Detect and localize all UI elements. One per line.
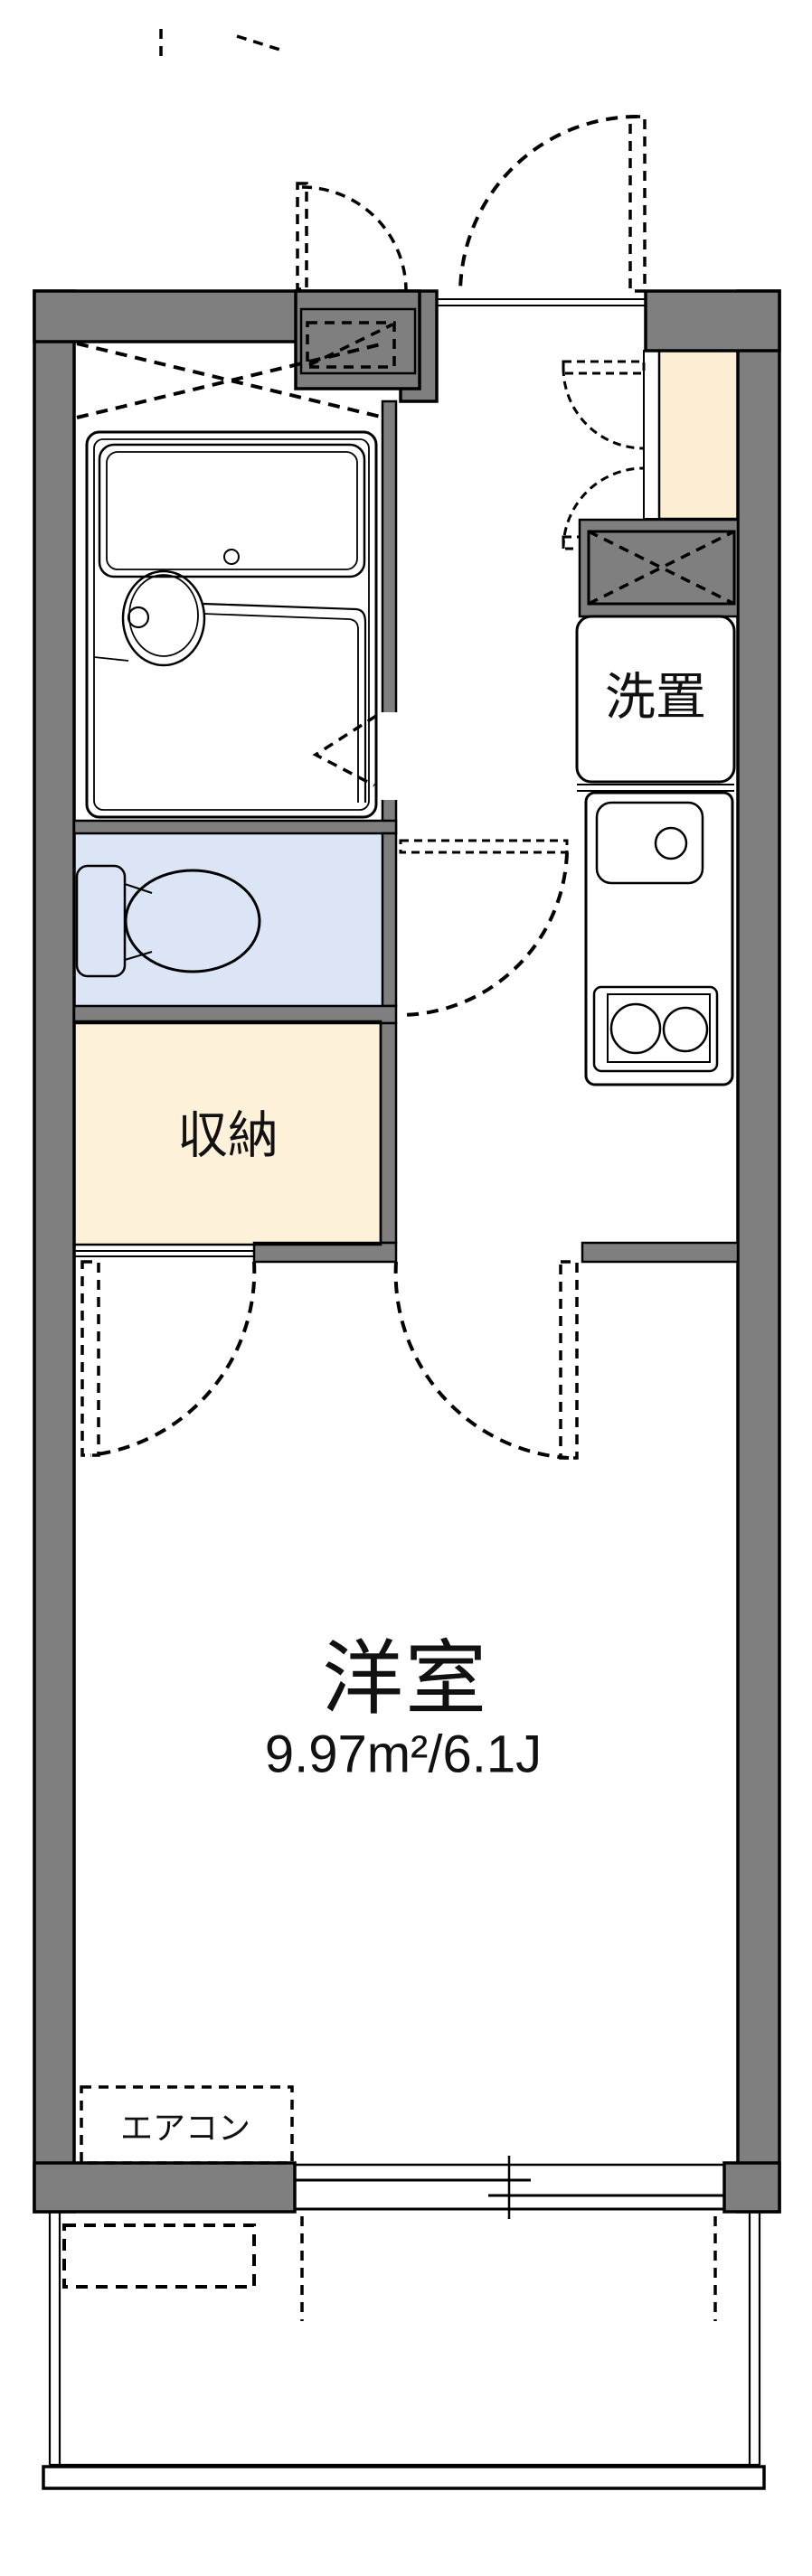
western-room: 洋室 9.97m²/6.1J bbox=[265, 1634, 542, 1784]
western-room-label: 洋室 bbox=[322, 1634, 488, 1725]
entrance-door-swing bbox=[458, 115, 647, 295]
washer-space-label: 洗置 bbox=[605, 669, 706, 726]
sink-faucet bbox=[654, 826, 688, 860]
interior-walls bbox=[72, 400, 740, 1264]
basin-faucet bbox=[127, 606, 150, 629]
entry-divider bbox=[643, 350, 660, 520]
bath-door-opening bbox=[381, 712, 398, 800]
bathtub bbox=[98, 443, 366, 578]
kitchen bbox=[584, 791, 734, 1086]
toilet bbox=[75, 864, 261, 978]
storage-floor bbox=[74, 1021, 381, 1245]
western-room-area: 9.97m²/6.1J bbox=[265, 1725, 542, 1784]
room-door-swings bbox=[80, 1260, 579, 1460]
balcony-railing bbox=[42, 2465, 766, 2490]
toilet-tank bbox=[75, 864, 127, 978]
shoe-cabinet bbox=[578, 518, 740, 618]
stove bbox=[592, 985, 719, 1073]
storage-label: 収納 bbox=[177, 1107, 279, 1164]
kitchen-sink bbox=[595, 801, 704, 885]
entrance-threshold bbox=[437, 298, 646, 306]
storage-room: 収納 bbox=[72, 1020, 382, 1257]
utility-door-swing bbox=[159, 29, 408, 292]
stove-burner-right bbox=[662, 1006, 709, 1053]
bathroom bbox=[76, 342, 398, 819]
bath-unit bbox=[85, 430, 378, 819]
sliding-window bbox=[295, 2156, 724, 2219]
hall-door-swing bbox=[399, 839, 569, 1017]
aircon-label: エアコン bbox=[120, 2110, 250, 2147]
meter-box bbox=[294, 289, 421, 390]
washbasin bbox=[121, 569, 206, 667]
stove-burner-left bbox=[609, 1002, 662, 1055]
bathtub-drain bbox=[223, 549, 240, 565]
toilet-room-floor bbox=[74, 830, 382, 1008]
balcony bbox=[42, 2213, 766, 2490]
aircon-box: エアコン bbox=[80, 2085, 294, 2165]
balcony-equipment-area bbox=[62, 2223, 256, 2289]
entry-floor bbox=[659, 351, 738, 519]
bath-folding-door bbox=[312, 714, 377, 787]
washer-space: 洗置 bbox=[575, 615, 736, 792]
bath-counter bbox=[203, 602, 367, 803]
kitchen-counter bbox=[584, 791, 734, 1086]
